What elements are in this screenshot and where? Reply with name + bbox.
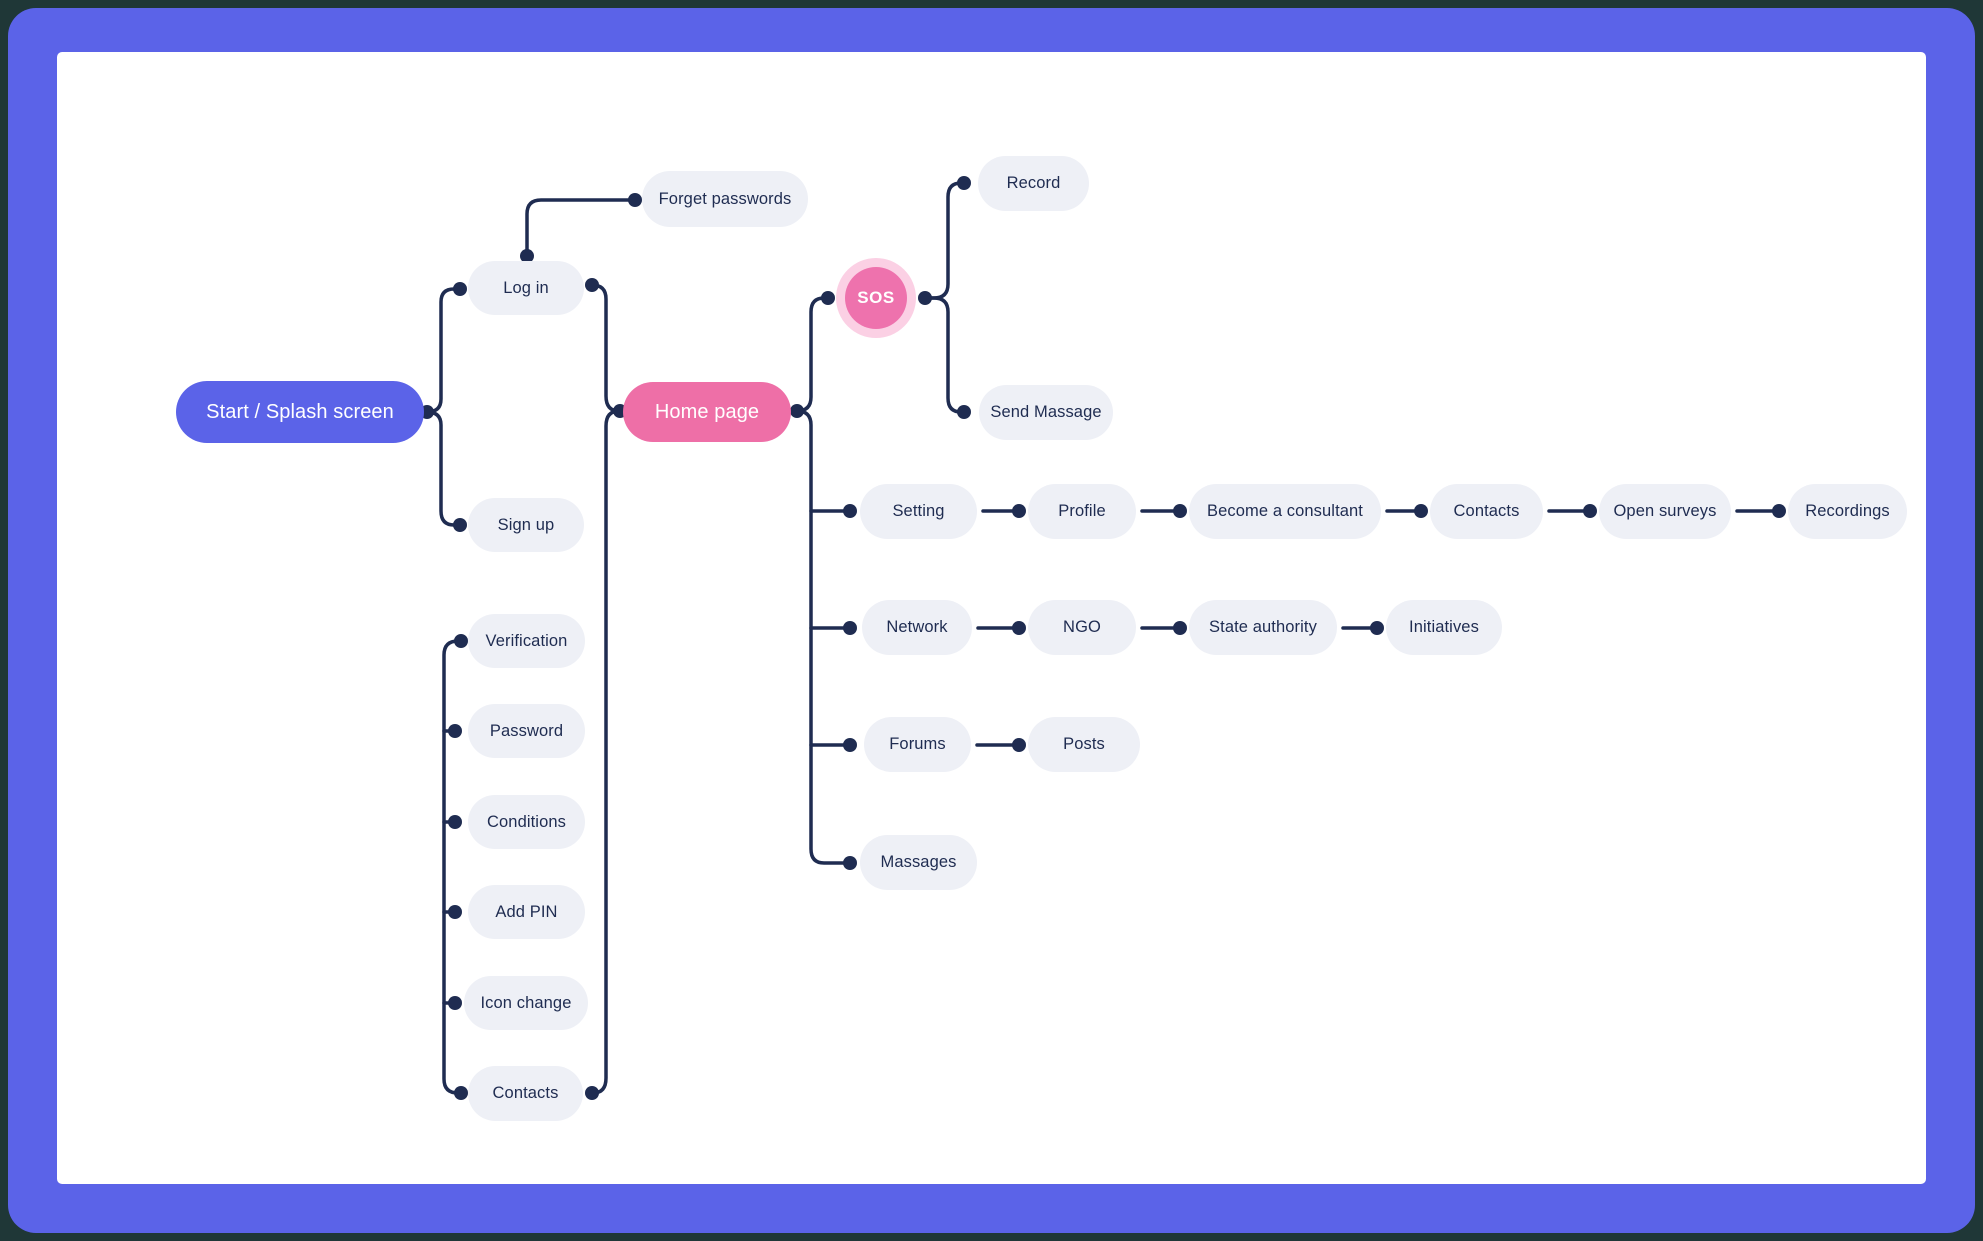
node-state-authority[interactable]: State authority: [1189, 600, 1337, 655]
node-massages[interactable]: Massages: [860, 835, 977, 890]
node-add-pin[interactable]: Add PIN: [468, 885, 585, 939]
node-become-a-consultant[interactable]: Become a consultant: [1189, 484, 1381, 539]
node-home-page[interactable]: Home page: [623, 382, 791, 442]
node-sos-ring: SOS: [836, 258, 916, 338]
node-contacts-auth[interactable]: Contacts: [468, 1066, 583, 1121]
node-posts[interactable]: Posts: [1028, 717, 1140, 772]
node-sos[interactable]: SOS: [845, 267, 907, 329]
node-profile[interactable]: Profile: [1028, 484, 1136, 539]
node-forget-passwords[interactable]: Forget passwords: [642, 171, 808, 227]
node-setting[interactable]: Setting: [860, 484, 977, 539]
node-icon-change[interactable]: Icon change: [464, 976, 588, 1030]
diagram-canvas: [57, 52, 1926, 1184]
node-ngo[interactable]: NGO: [1028, 600, 1136, 655]
node-verification[interactable]: Verification: [468, 614, 585, 668]
node-contacts[interactable]: Contacts: [1430, 484, 1543, 539]
node-record[interactable]: Record: [978, 156, 1089, 211]
node-sign-up[interactable]: Sign up: [468, 498, 584, 552]
node-password[interactable]: Password: [468, 704, 585, 758]
node-open-surveys[interactable]: Open surveys: [1599, 484, 1731, 539]
node-forums[interactable]: Forums: [864, 717, 971, 772]
node-network[interactable]: Network: [862, 600, 972, 655]
node-log-in[interactable]: Log in: [468, 261, 584, 315]
node-initiatives[interactable]: Initiatives: [1386, 600, 1502, 655]
node-conditions[interactable]: Conditions: [468, 795, 585, 849]
node-recordings[interactable]: Recordings: [1788, 484, 1907, 539]
node-start-splash-screen[interactable]: Start / Splash screen: [176, 381, 424, 443]
node-send-massage[interactable]: Send Massage: [979, 385, 1113, 440]
